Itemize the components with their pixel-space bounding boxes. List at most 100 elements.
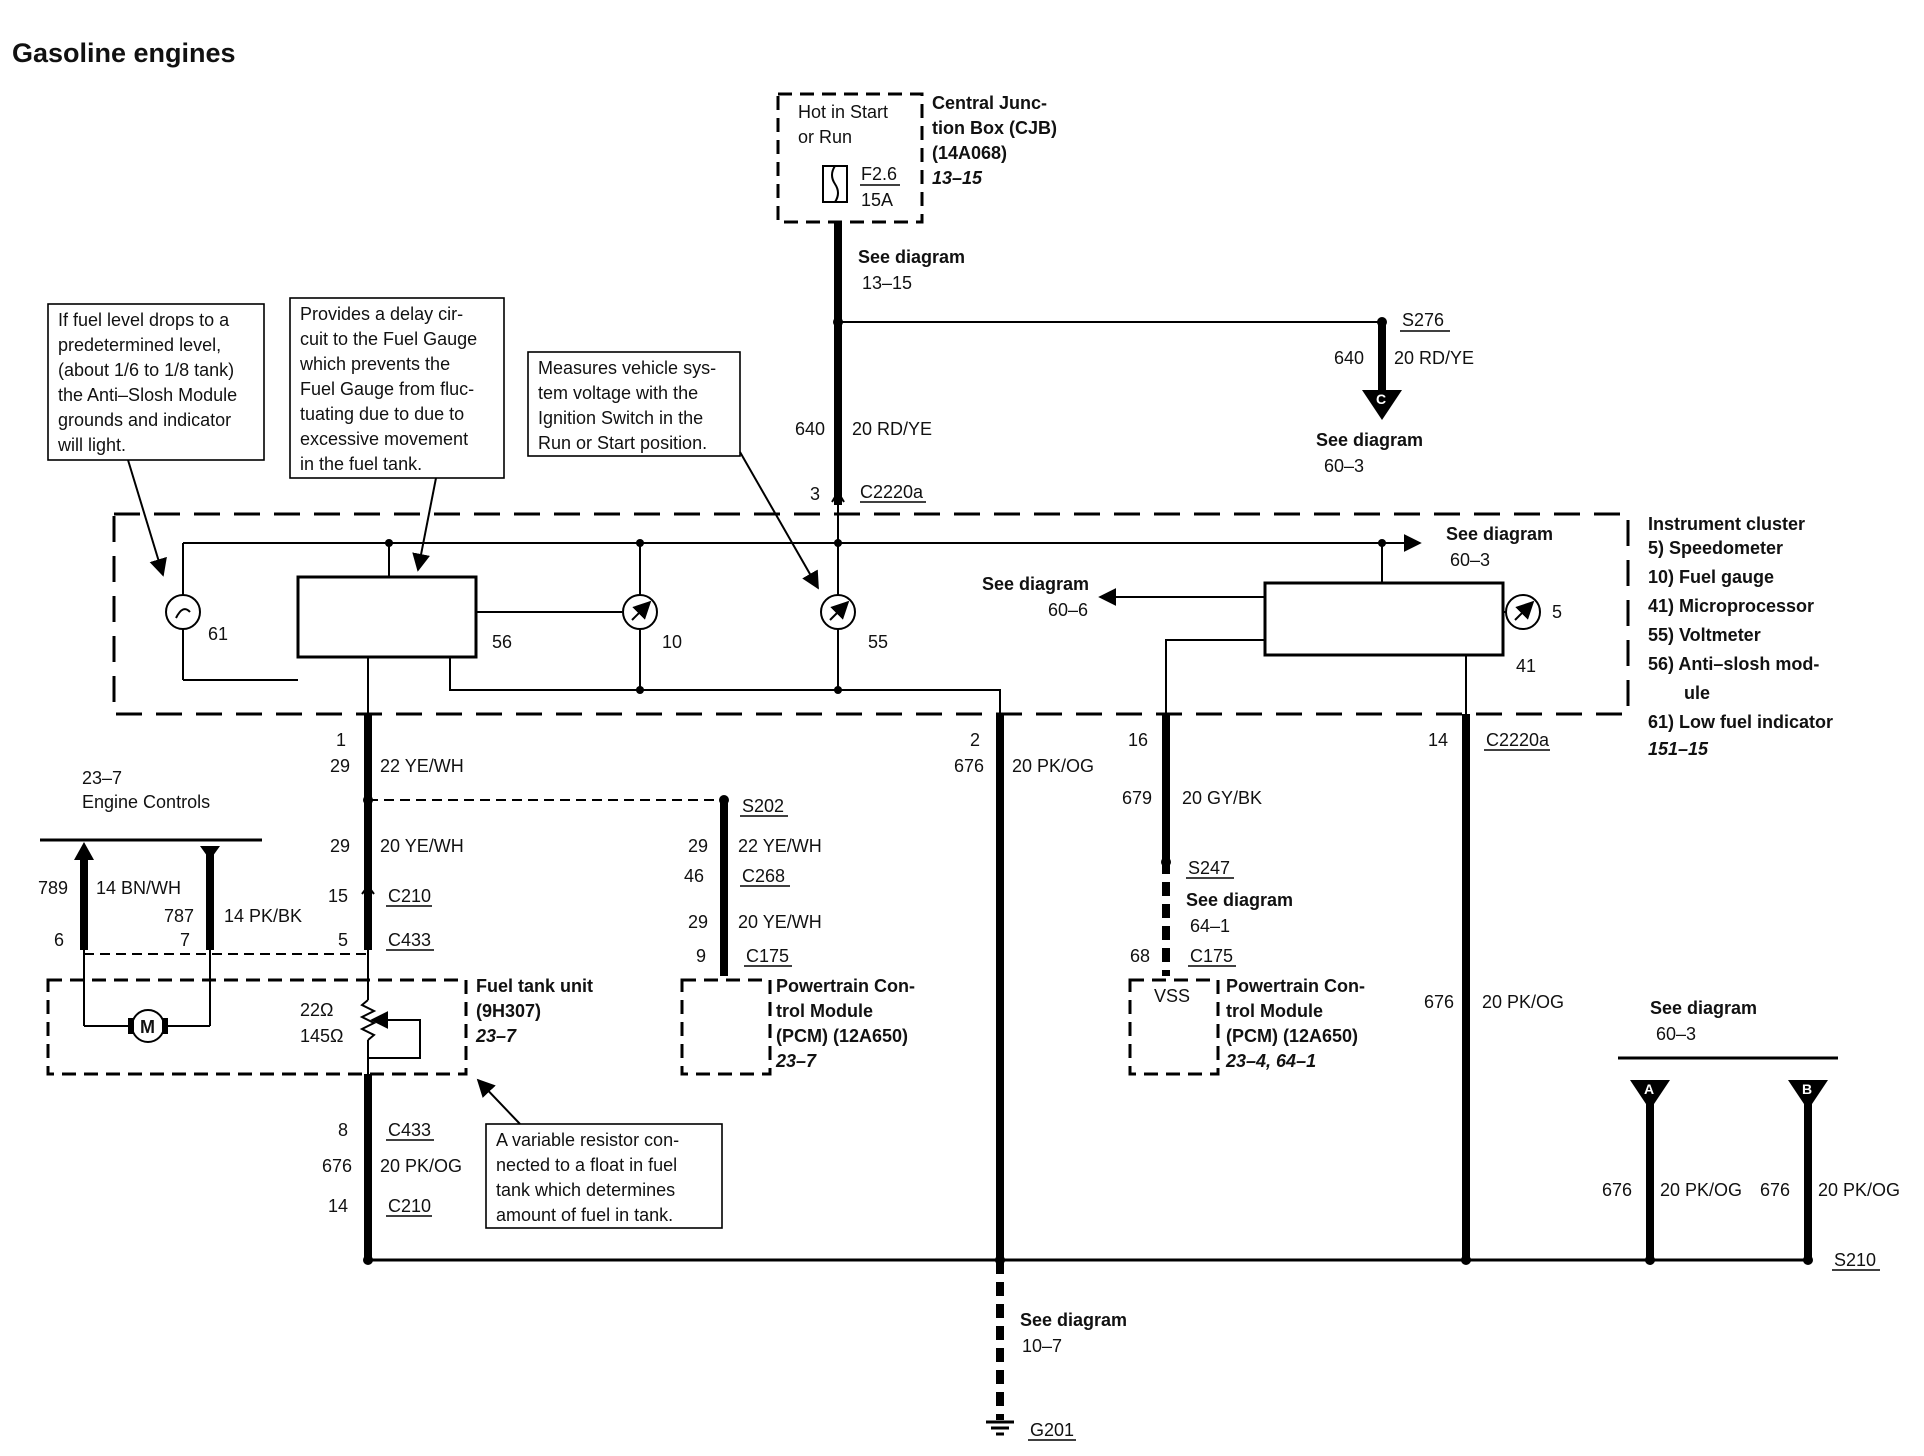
note-line: which prevents the [299, 354, 450, 374]
wire-pk-og-e: 20 PK/OG [1818, 1180, 1900, 1200]
flag-c-label: C [1376, 391, 1386, 407]
arrow-down-icon [200, 846, 220, 860]
low-fuel-indicator-icon [165, 594, 201, 630]
pin-8: 8 [338, 1120, 348, 1140]
note-line: grounds and indicator [58, 410, 231, 430]
circuit-29-b: 29 [330, 836, 350, 856]
ground-g201: G201 [1030, 1420, 1074, 1440]
note-line: Ignition Switch in the [538, 408, 703, 428]
note-line: (about 1/6 to 1/8 tank) [58, 360, 234, 380]
arrow-up-icon [74, 842, 94, 860]
central-junction-box: Hot in Start or Run F2.6 15A Central Jun… [776, 92, 1057, 224]
resistor-r2: 145Ω [300, 1026, 344, 1046]
pcm1-line2: trol Module [776, 1001, 873, 1021]
connector-c175-b: C175 [1190, 946, 1233, 966]
wire-pk-og-d: 20 PK/OG [1660, 1180, 1742, 1200]
note-resistor: A variable resistor con- nected to a flo… [476, 1078, 723, 1229]
ref-64-1: 64–1 [1190, 916, 1230, 936]
note-line: predetermined level, [58, 335, 221, 355]
circuit-676-a: 676 [322, 1156, 352, 1176]
wire-pk-bk: 14 PK/BK [224, 906, 302, 926]
circuit-640-a: 640 [795, 419, 825, 439]
pin-16: 16 [1128, 730, 1148, 750]
see-diagram-cluster-left: See diagram [982, 574, 1089, 594]
circuit-29-a: 29 [330, 756, 350, 776]
pcm2-ref: 23–4, 64–1 [1225, 1051, 1316, 1071]
page-title: Gasoline engines [12, 38, 236, 68]
splice-dot [833, 317, 843, 327]
connector-c433-b: C433 [388, 1120, 431, 1140]
note-line: If fuel level drops to a [58, 310, 230, 330]
circuit-789: 789 [38, 878, 68, 898]
cluster-legend: Instrument cluster 5) Speedometer 10) Fu… [1648, 514, 1833, 759]
wire-rd-ye-b: 20 RD/YE [1394, 348, 1474, 368]
splice-s247: S247 [1188, 858, 1230, 878]
pcm1-ref: 23–7 [775, 1051, 817, 1071]
cjb-hot-line2: or Run [798, 127, 852, 147]
note-line: A variable resistor con- [496, 1130, 679, 1150]
ground-icon [986, 1420, 1014, 1436]
note-line: cuit to the Fuel Gauge [300, 329, 477, 349]
flag-a-label: A [1644, 1081, 1654, 1097]
circuit-679: 679 [1122, 788, 1152, 808]
circuit-640-b: 640 [1334, 348, 1364, 368]
note-line: nected to a float in fuel [496, 1155, 677, 1175]
pin-14-b: 14 [1428, 730, 1448, 750]
fuse-amp: 15A [861, 190, 893, 210]
cluster-item: 55) Voltmeter [1648, 625, 1761, 645]
see-diagram-cluster-right: See diagram [1446, 524, 1553, 544]
note-line: Fuel Gauge from fluc- [300, 379, 474, 399]
variable-resistor-icon [359, 999, 377, 1041]
wire-pk-og-b: 20 PK/OG [1012, 756, 1094, 776]
circuit-676-b: 676 [954, 756, 984, 776]
splice-s202: S202 [742, 796, 784, 816]
ref-13-15: 13–15 [862, 273, 912, 293]
pin-15: 15 [328, 886, 348, 906]
note-line: will light. [57, 435, 126, 455]
component-5: 5 [1552, 602, 1562, 622]
pin-7: 7 [180, 930, 190, 950]
note-low-fuel: If fuel level drops to a predetermined l… [47, 303, 265, 577]
circuit-676-c: 676 [1424, 992, 1454, 1012]
vss-label: VSS [1154, 986, 1190, 1006]
engine-controls-ref: 23–7 [82, 768, 122, 788]
note-delay: Provides a delay cir- cuit to the Fuel G… [289, 297, 505, 572]
connector-c175-a: C175 [746, 946, 789, 966]
fuel-tank-ref: 23–7 [475, 1026, 517, 1046]
circuit-676-e: 676 [1760, 1180, 1790, 1200]
note-line: Measures vehicle sys- [538, 358, 716, 378]
note-line: tuating due to due to [300, 404, 464, 424]
fuse-id: F2.6 [861, 164, 897, 184]
connector-c210-b: C210 [388, 1196, 431, 1216]
connector-c268: C268 [742, 866, 785, 886]
cluster-item: 10) Fuel gauge [1648, 567, 1774, 587]
cjb-label-line1: Central Junc- [932, 93, 1047, 113]
see-diagram-s247: See diagram [1186, 890, 1293, 910]
wire-pk-og-c: 20 PK/OG [1482, 992, 1564, 1012]
pcm2-line2: trol Module [1226, 1001, 1323, 1021]
cluster-item: 5) Speedometer [1648, 538, 1783, 558]
ref-60-3-c: 60–3 [1656, 1024, 1696, 1044]
flag-c-icon [1362, 390, 1402, 420]
ref-60-6: 60–6 [1048, 600, 1088, 620]
wire-ye-wh20-a: 20 YE/WH [380, 836, 464, 856]
pcm-module-1 [680, 978, 772, 1076]
component-41: 41 [1516, 656, 1536, 676]
note-voltage: Measures vehicle sys- tem voltage with t… [527, 351, 819, 590]
note-line: tem voltage with the [538, 383, 698, 403]
pcm-module-2 [1128, 978, 1220, 1076]
connector-c2220a-bottom: C2220a [1486, 730, 1550, 750]
note-line: amount of fuel in tank. [496, 1205, 673, 1225]
resistor-r1: 22Ω [300, 1000, 333, 1020]
microprocessor-module [1263, 581, 1505, 657]
circuit-787: 787 [164, 906, 194, 926]
circuit-46: 46 [684, 866, 704, 886]
note-line: excessive movement [300, 429, 468, 449]
fuel-tank-label-line2: (9H307) [476, 1001, 541, 1021]
note-line: in the fuel tank. [300, 454, 422, 474]
circuit-29-c: 29 [688, 836, 708, 856]
cluster-item: 61) Low fuel indicator [1648, 712, 1833, 732]
pcm1-line3: (PCM) (12A650) [776, 1026, 908, 1046]
ref-60-3-a: 60–3 [1324, 456, 1364, 476]
